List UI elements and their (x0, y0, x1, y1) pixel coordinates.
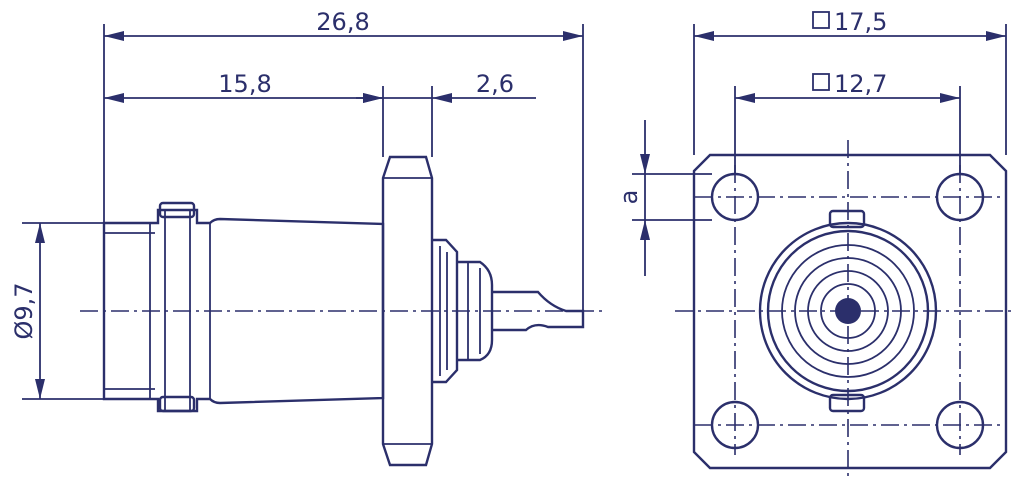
mounting-hole-bottom-left (710, 400, 760, 450)
center-contact (835, 298, 861, 324)
label-flange-square: 17,5 (834, 8, 887, 36)
mounting-hole-bottom-right (935, 400, 985, 450)
label-overall-length: 26,8 (316, 8, 369, 36)
label-hole-offset: a (615, 190, 643, 205)
bayonet-pin-top (158, 201, 196, 219)
label-hole-spacing: 12,7 (834, 70, 887, 98)
front-view: 17,5 12,7 a (615, 8, 1015, 480)
square-symbol-hole-spacing (812, 73, 830, 91)
label-body-length: 15,8 (218, 70, 271, 98)
label-flange-thickness: 2,6 (476, 70, 514, 98)
rear-terminal (432, 238, 585, 384)
flange-side (381, 155, 434, 467)
front-pin-bottom (828, 393, 866, 413)
bayonet-pin-bottom (158, 395, 196, 413)
square-symbol-flange (812, 11, 830, 29)
front-pin-top (828, 209, 866, 229)
connector-face (758, 221, 938, 401)
label-body-diameter: Ø9,7 (10, 282, 38, 339)
side-view: 26,8 15,8 2,6 Ø9,7 (10, 8, 605, 467)
flange-square-outline (692, 153, 1008, 470)
